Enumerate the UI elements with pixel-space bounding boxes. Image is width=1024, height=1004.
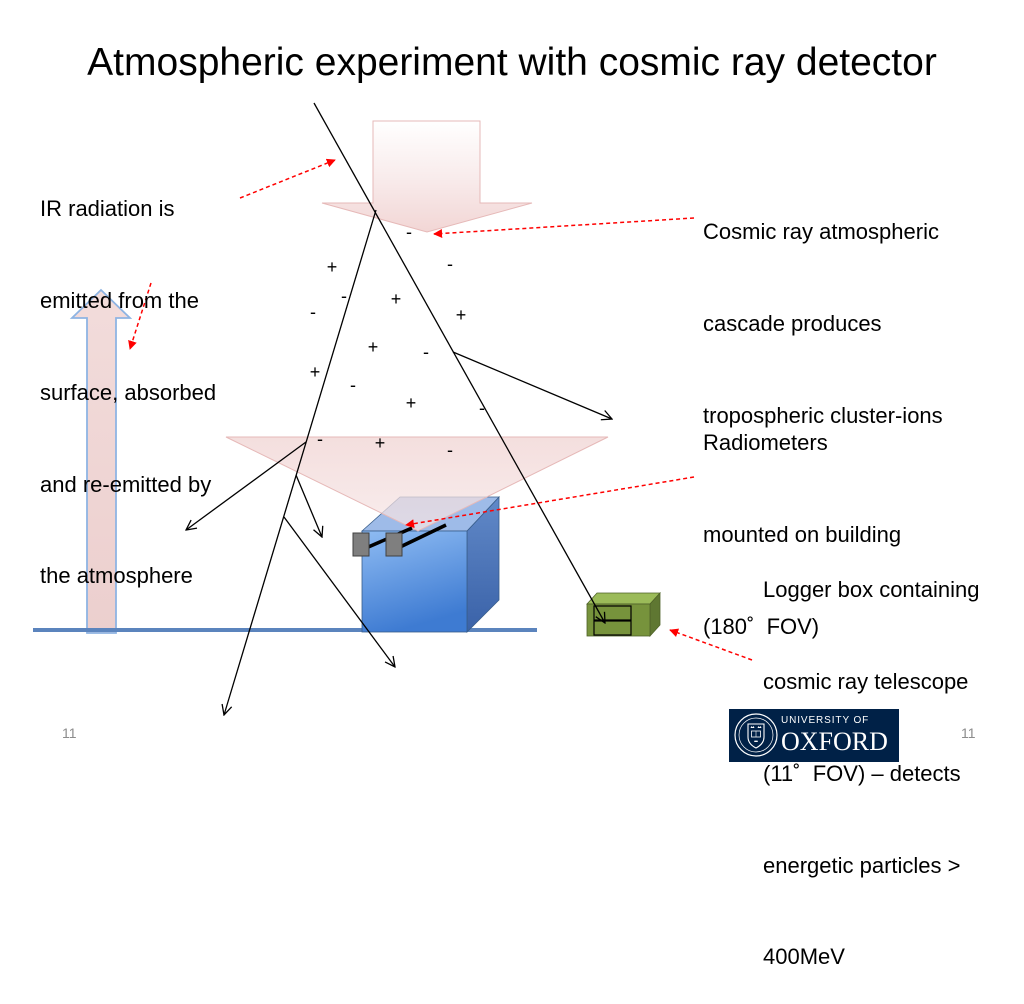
cosmic-ray-telescope-lower [593, 620, 632, 636]
ion-charge: + [310, 362, 321, 382]
cascade-track-left-branch [186, 441, 307, 530]
slide-title: Atmospheric experiment with cosmic ray d… [87, 41, 937, 84]
primary-cosmic-ray-track [313, 102, 605, 623]
radiometers-label: Radiometers mounted on building (180˚ FO… [703, 367, 901, 673]
ion-charge: + [456, 305, 467, 325]
slide-number-right: 11 [961, 725, 976, 741]
annotation-arrow-logger-box [669, 628, 753, 661]
ion-charge: - [350, 375, 356, 395]
ion-charge: + [368, 337, 379, 357]
logo-oxford-text: OXFORD [781, 727, 888, 756]
cosmic-ray-telescope-upper [593, 605, 632, 621]
label-line: (180˚ FOV) [703, 613, 820, 639]
cosmic-ray-down-arrow [321, 120, 533, 233]
annotation-arrow-ir-surface [128, 282, 152, 350]
building-front-face [361, 530, 468, 633]
label-line: mounted on building [703, 521, 902, 547]
cascade-track-right-branch [452, 351, 612, 419]
ion-charge: - [479, 398, 485, 418]
label-line: cascade produces [703, 310, 882, 336]
ion-charge: + [327, 257, 338, 277]
ion-charge: - [310, 302, 316, 322]
radiometer-fov-cone [225, 436, 609, 532]
cascade-track-short-branch [295, 474, 322, 537]
label-line: cosmic ray telescope [763, 668, 969, 694]
slide-number-left: 11 [62, 725, 77, 741]
cosmic-ray-tracks [186, 102, 612, 715]
ion-charge: - [317, 429, 323, 449]
annotation-arrow-ir-atmosphere [239, 158, 336, 199]
radiometer-right-view-line [397, 523, 447, 550]
ion-charges: - + - - + - + + - + - + - - + - [310, 222, 485, 460]
experiment-diagram: - + - - + - + + - + - + - - + - [33, 102, 753, 768]
logger-box-top [586, 592, 661, 605]
label-line: energetic particles > [763, 852, 961, 878]
label-line: Cosmic ray atmospheric [703, 219, 939, 245]
radiometer-left [352, 532, 370, 557]
ion-charge: + [406, 393, 417, 413]
label-line: and re-emitted by [40, 471, 212, 497]
logger-box [586, 591, 661, 638]
cascade-track-left-edge [224, 209, 377, 715]
ir-radiation-label: IR radiation is emitted from the surface… [40, 133, 216, 623]
label-line: emitted from the [40, 287, 199, 313]
ion-charge: - [447, 440, 453, 460]
ion-charge: + [391, 289, 402, 309]
label-line: IR radiation is [40, 196, 175, 222]
radiometer-right [385, 532, 403, 557]
label-line: surface, absorbed [40, 379, 217, 405]
annotation-arrows [128, 158, 753, 661]
annotation-arrow-cluster-ions [433, 217, 695, 238]
label-line: the atmosphere [40, 563, 193, 589]
university-of-oxford-logo: UNIVERSITY OF OXFORD [729, 709, 899, 762]
label-line: (11˚ FOV) – detects [763, 760, 961, 786]
label-line: 400MeV [763, 944, 845, 970]
cosmic-cascade-label: Cosmic ray atmospheric cascade produces … [703, 156, 943, 462]
label-line: Radiometers [703, 430, 828, 456]
label-line: Logger box containing [763, 577, 980, 603]
ion-charge: - [406, 222, 412, 242]
ion-charge: - [447, 254, 453, 274]
ir-upward-arrow [69, 288, 133, 634]
oxford-crest-icon [734, 713, 778, 757]
ion-charge: + [375, 433, 386, 453]
logo-university-of-text: UNIVERSITY OF [781, 715, 870, 726]
label-line: tropospheric cluster-ions [703, 402, 943, 428]
radiometers [352, 523, 447, 557]
cascade-track-lower-branch [283, 516, 395, 667]
ion-charge: - [423, 342, 429, 362]
ion-charge: - [341, 286, 347, 306]
